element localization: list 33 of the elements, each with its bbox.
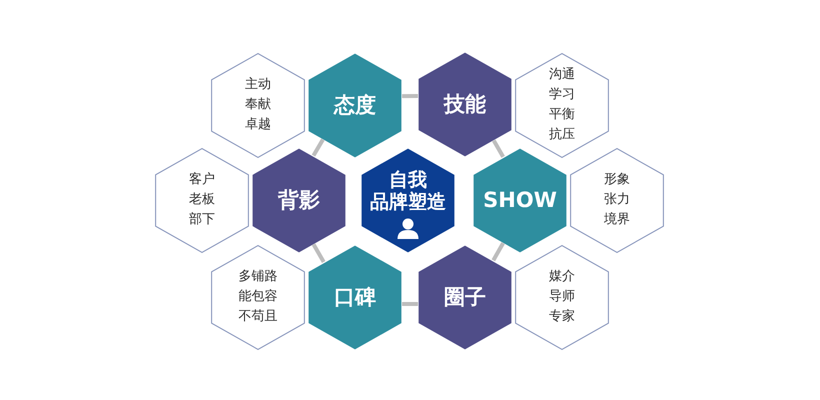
keyword-label: 形象 — [604, 171, 630, 189]
connector-line — [312, 243, 326, 263]
keyword-label: 抗压 — [549, 126, 575, 144]
keyword-label: 平衡 — [549, 106, 575, 124]
keyword-label: 主动 — [245, 76, 271, 94]
connector-line — [492, 242, 505, 262]
keyword-label: 卓越 — [245, 116, 271, 134]
connector-line — [312, 138, 325, 157]
hexagon-label: 技能 — [444, 91, 486, 117]
hexagon-label: 口碑 — [334, 284, 376, 310]
keyword-label: 境界 — [604, 211, 630, 229]
hexagon-label: 背影 — [278, 187, 320, 213]
keyword-label: 沟通 — [549, 66, 575, 84]
hexagon-label: 自我 — [389, 169, 427, 191]
keyword-label: 媒介 — [549, 268, 575, 286]
keyword-label: 老板 — [189, 191, 215, 209]
keyword-label: 导师 — [549, 288, 575, 306]
keyword-label: 学习 — [549, 86, 575, 104]
keyword-label: 不苟且 — [238, 308, 278, 326]
keyword-label: 多铺路 — [238, 268, 278, 286]
keyword-label: 张力 — [604, 191, 630, 209]
keyword-label: 专家 — [549, 308, 575, 326]
keyword-label: 部下 — [189, 211, 215, 229]
keyword-label: 客户 — [189, 171, 215, 189]
connector-line — [402, 94, 418, 98]
connector-line — [492, 139, 505, 158]
hexagon-label: 品牌塑造 — [370, 191, 446, 213]
keyword-label: 奉献 — [245, 96, 271, 114]
hexagon-label: 圈子 — [444, 284, 486, 310]
hexagon-label: SHOW — [483, 187, 557, 213]
keyword-label: 能包容 — [238, 288, 278, 306]
hexagon-label: 态度 — [334, 92, 376, 118]
connector-line — [402, 302, 418, 306]
